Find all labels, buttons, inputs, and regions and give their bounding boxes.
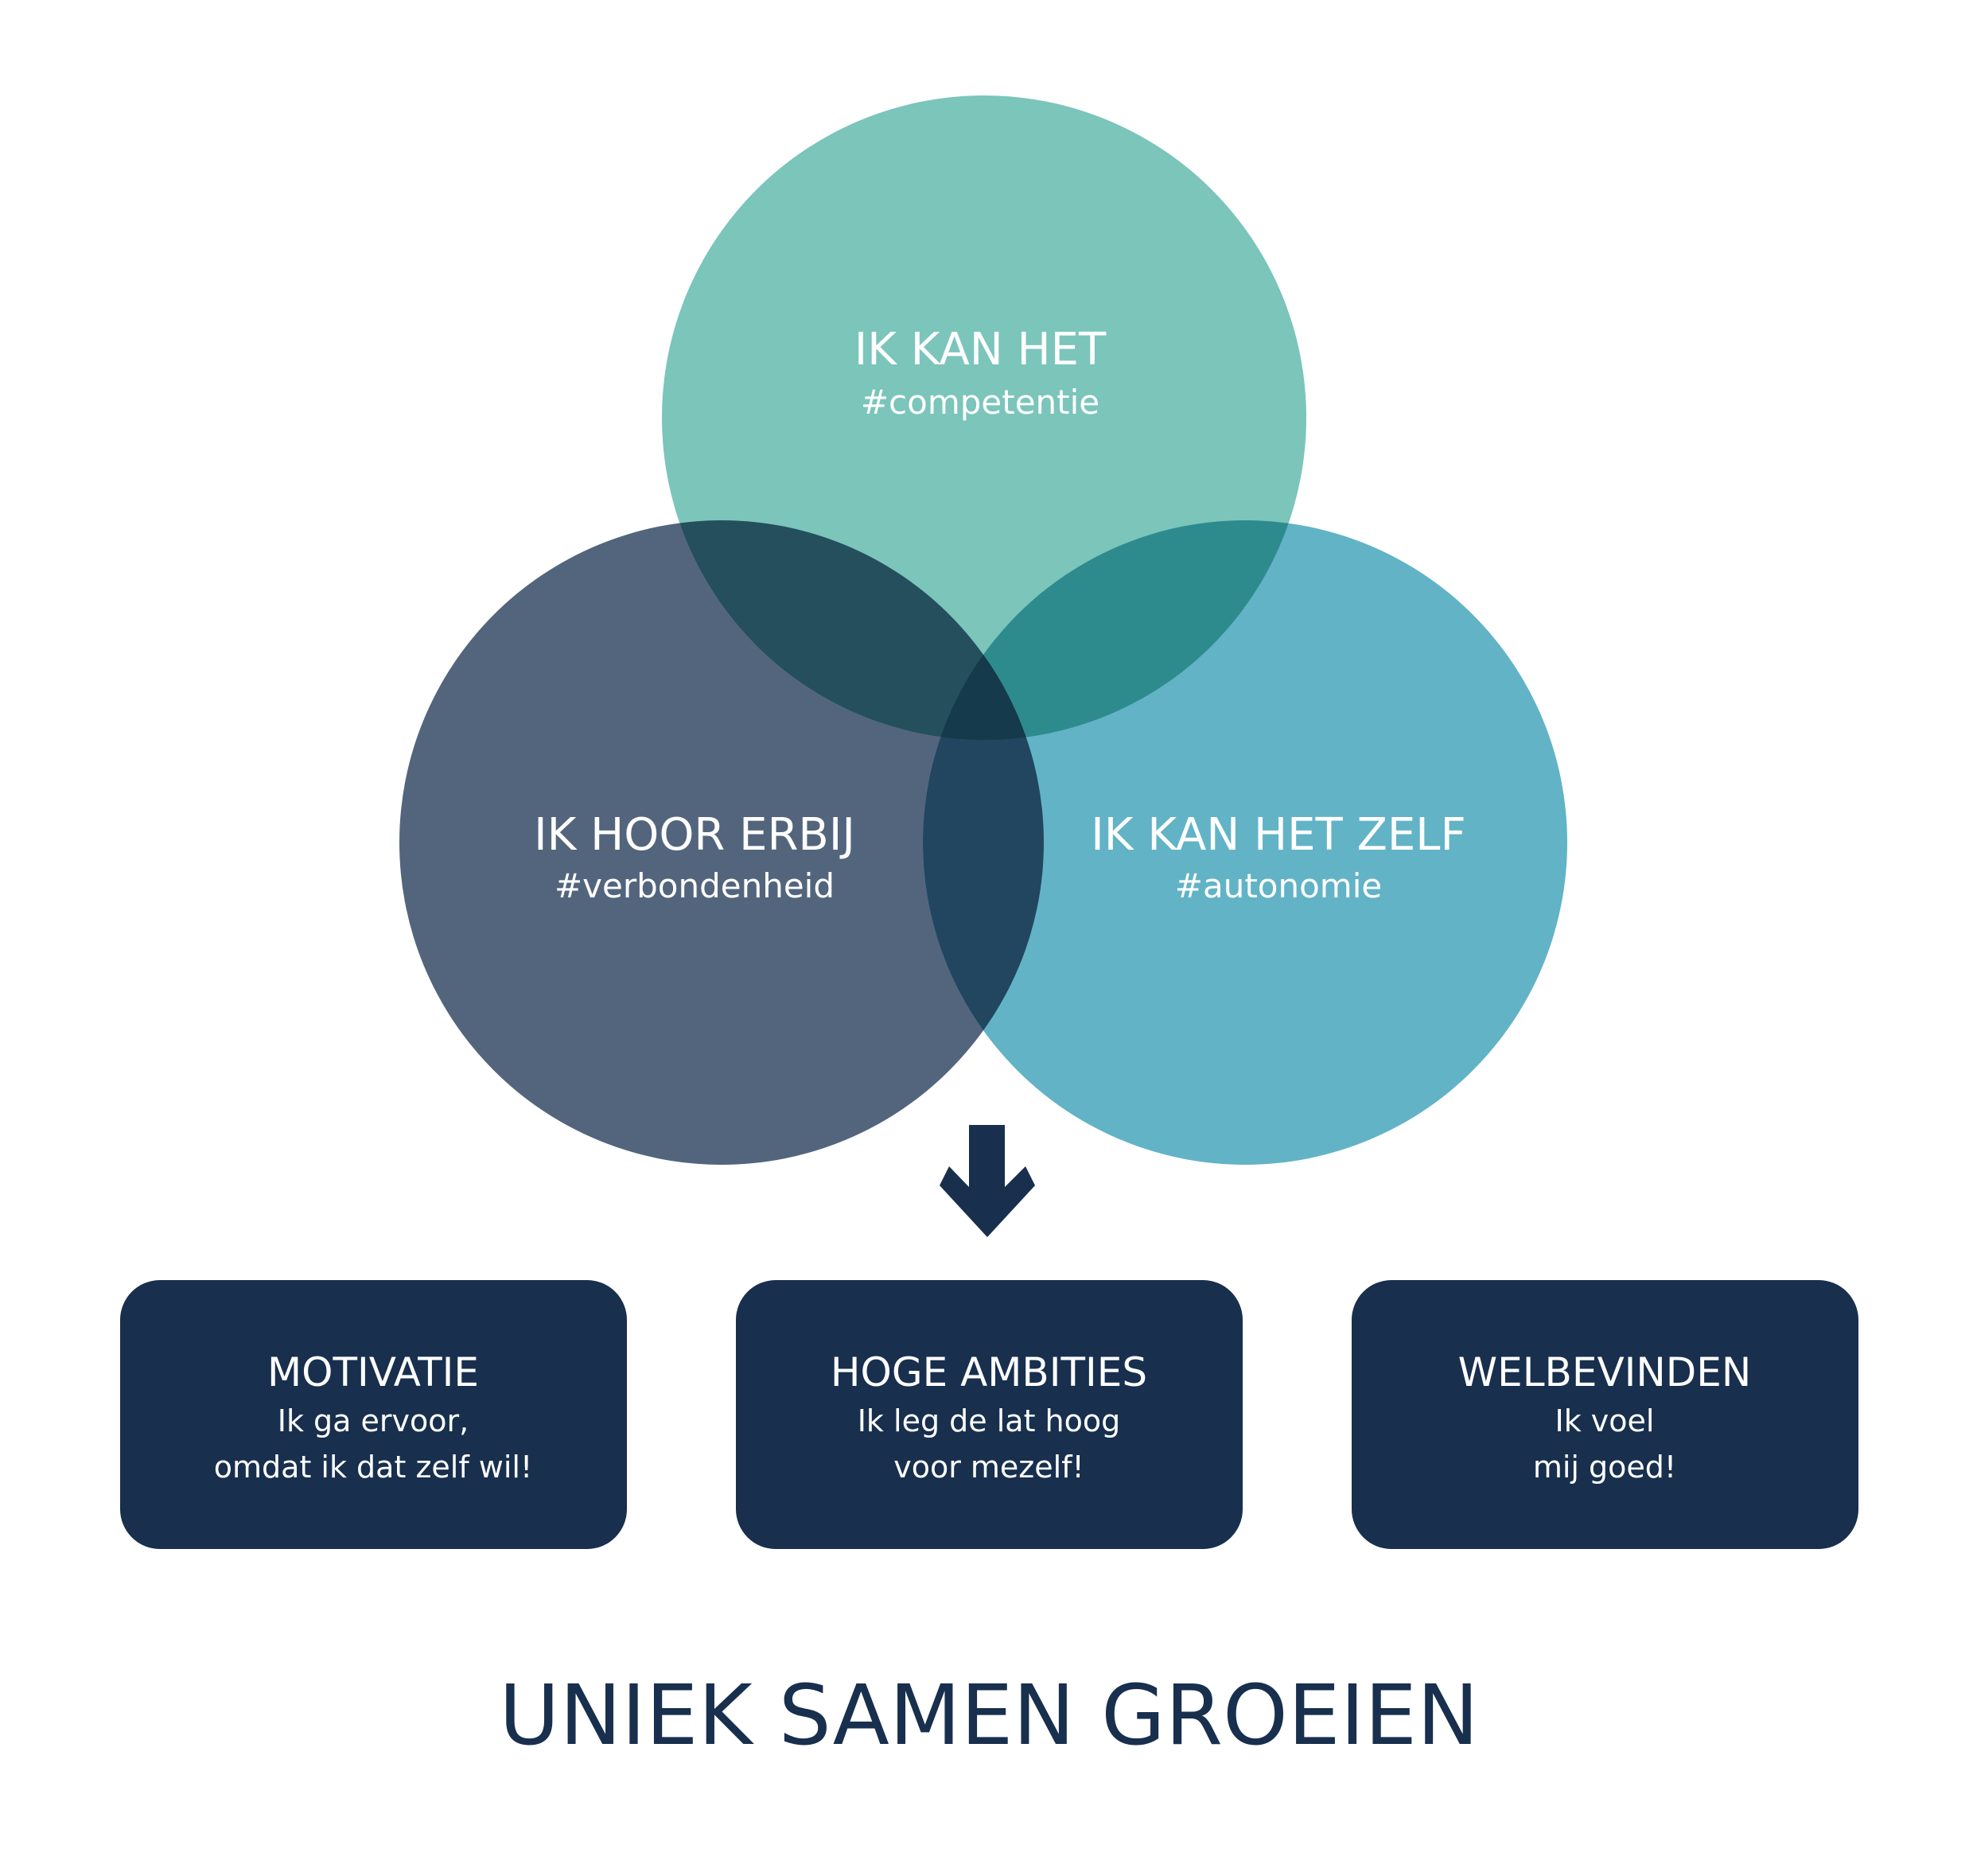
- overlap-competentie-verbondenheid: [662, 520, 1044, 740]
- autonomie-subtitle: #autonomie: [1175, 866, 1382, 905]
- outcome-title: MOTIVATIE: [267, 1349, 479, 1395]
- footer-title: UNIEK SAMEN GROEIEN: [499, 1667, 1479, 1764]
- outcome-motivatie: MOTIVATIE Ik ga ervoor, omdat ik dat zel…: [120, 1280, 627, 1549]
- outcome-box: [736, 1280, 1243, 1549]
- arrow-down-icon: [940, 1125, 1035, 1237]
- verbondenheid-title: IK HOOR ERBIJ: [534, 809, 855, 861]
- outcome-title: WELBEVINDEN: [1458, 1349, 1752, 1395]
- outcome-line: Ik leg de lat hoog: [858, 1403, 1121, 1438]
- outcome-line: Ik ga ervoor,: [278, 1403, 469, 1438]
- competentie-subtitle: #competentie: [861, 383, 1099, 422]
- outcome-line: omdat ik dat zelf wil!: [214, 1450, 532, 1485]
- outcome-title: HOGE AMBITIES: [831, 1349, 1147, 1395]
- verbondenheid-subtitle: #verbondenheid: [555, 866, 835, 905]
- autonomie-title: IK KAN HET ZELF: [1091, 809, 1465, 861]
- outcome-line: voor mezelf!: [893, 1450, 1084, 1485]
- outcome-welbevinden: WELBEVINDEN Ik voel mij goed!: [1352, 1280, 1858, 1549]
- overlap-competentie-autonomie: [923, 520, 1306, 740]
- outcome-box: [1352, 1280, 1858, 1549]
- outcome-box: [120, 1280, 627, 1549]
- outcome-hoge-ambities: HOGE AMBITIES Ik leg de lat hoog voor me…: [736, 1280, 1243, 1549]
- outcome-line: mij goed!: [1533, 1450, 1676, 1485]
- competentie-title: IK KAN HET: [854, 324, 1107, 376]
- outcome-line: Ik voel: [1555, 1403, 1655, 1438]
